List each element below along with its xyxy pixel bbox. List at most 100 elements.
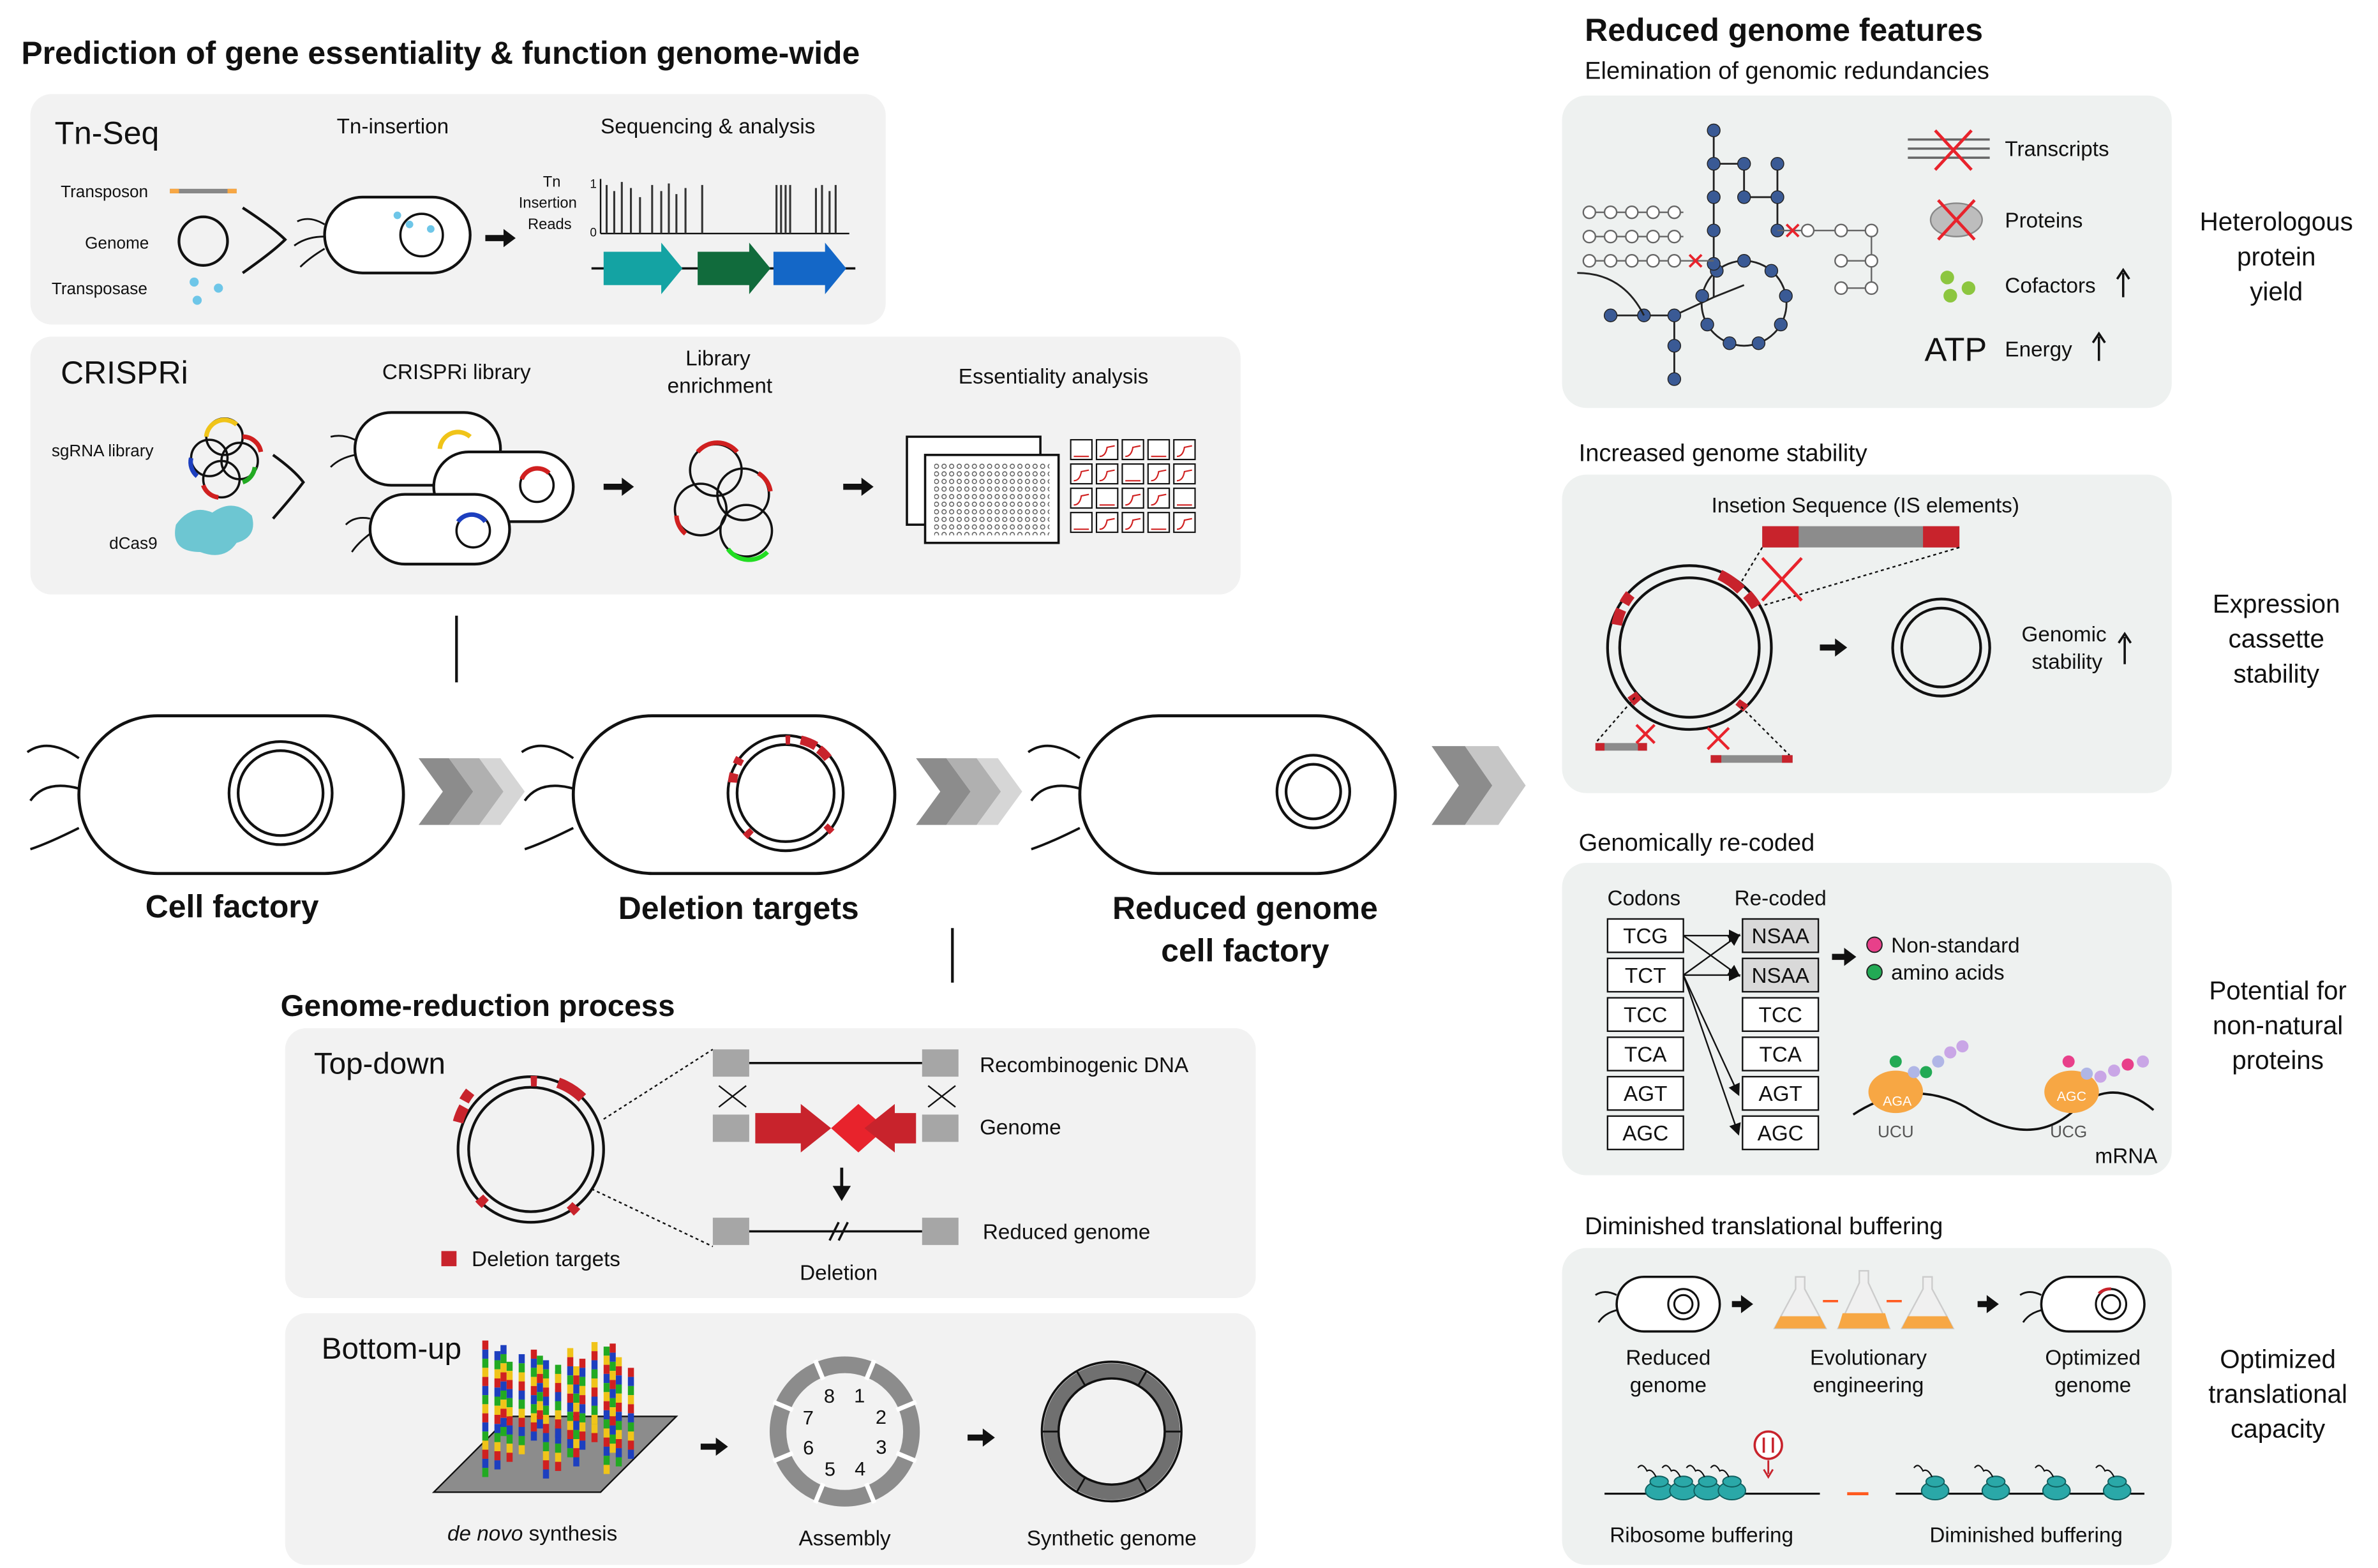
side-label-1a: Heterologous	[2200, 207, 2353, 236]
codons-header: Codons	[1608, 887, 1681, 911]
nonstandard-2: amino acids	[1891, 961, 2004, 985]
tnseq-panel: Tn-Seq Tn-insertion Sequencing & analysi…	[30, 94, 886, 325]
redundancy-panel: Transcripts Proteins Cofactors ATP Energ…	[1562, 95, 2172, 408]
recombinogenic-dna-label: Recombinogenic DNA	[980, 1054, 1189, 1077]
section-title-prediction: Prediction of gene essentiality & functi…	[21, 35, 860, 71]
reduced-genome-2: genome	[1630, 1373, 1707, 1397]
recoded-cell: TCC	[1759, 1004, 1802, 1027]
deletion-label: Deletion	[800, 1262, 878, 1285]
stability-panel: Insetion Sequence (IS elements) Genomic …	[1562, 474, 2172, 793]
tnseq-step-insertion: Tn-insertion	[337, 115, 449, 138]
genomic-stability-2: stability	[2031, 650, 2102, 674]
cell-row: Cell factory Deletion targets Reduced ge…	[26, 714, 1526, 969]
side-label-3c: proteins	[2232, 1045, 2324, 1075]
peptide-chain-2	[2062, 1055, 2150, 1083]
chevrons-2	[916, 758, 1022, 825]
tick-0: 0	[590, 227, 597, 240]
growth-curve-grid	[1070, 439, 1196, 534]
side-label-2b: cassette	[2229, 624, 2324, 653]
enrichment-label-2: enrichment	[668, 374, 772, 398]
recoded-cell: AGC	[1758, 1122, 1804, 1146]
sgrna-label: sgRNA library	[52, 441, 154, 460]
enriched-circles	[673, 440, 774, 562]
side-label-3b: non-natural	[2213, 1011, 2343, 1040]
ribosome-buffering-label: Ribosome buffering	[1610, 1524, 1793, 1548]
fragment-number: 5	[825, 1458, 835, 1480]
side-label-4c: capacity	[2231, 1414, 2326, 1444]
peptide-chain-1	[1889, 1040, 1969, 1079]
denovo-label: de novo synthesis	[447, 1522, 617, 1546]
recoded-cell: TCA	[1759, 1043, 1802, 1066]
p3-subtitle: Genomically re-coded	[1579, 830, 1815, 856]
deletion-marks	[728, 735, 835, 839]
label-cell-factory: Cell factory	[146, 889, 319, 925]
p2-subtitle: Increased genome stability	[1579, 440, 1867, 467]
assembly-label: Assembly	[799, 1527, 891, 1550]
crispri-panel: CRISPRi CRISPRi library Library enrichme…	[30, 336, 1241, 595]
topdown-title: Top-down	[314, 1047, 445, 1080]
label-reduced-genome-2: cell factory	[1161, 933, 1329, 969]
reads-ylabel-1: Tn	[543, 173, 561, 190]
dna-oligo-bars	[482, 1340, 634, 1479]
gene-arrow-teal	[603, 243, 683, 294]
transposon-label: Transposon	[61, 182, 148, 201]
cofactors-icon	[1940, 271, 1976, 303]
sgrna-circles	[188, 417, 264, 500]
crispri-library-label: CRISPRi library	[382, 361, 531, 384]
p4-subtitle: Diminished translational buffering	[1585, 1213, 1943, 1240]
ribosome-1	[1868, 1070, 1924, 1114]
merge-arrow	[242, 206, 287, 274]
tnseq-cell	[323, 195, 472, 274]
crispri-title: CRISPRi	[61, 355, 188, 391]
codon-cell: TCG	[1623, 925, 1668, 948]
chevrons-1	[418, 758, 525, 825]
codon-2: UCG	[2050, 1122, 2087, 1141]
codon-cell: AGC	[1622, 1122, 1668, 1146]
label-reduced-genome-1: Reduced genome	[1112, 890, 1378, 926]
cofactors-label: Cofactors	[2005, 274, 2095, 298]
genome-label: Genome	[85, 234, 149, 253]
optimized-genome-2: genome	[2054, 1373, 2131, 1397]
evolutionary-1: Evolutionary	[1810, 1347, 1927, 1370]
proteins-icon	[1929, 199, 1983, 241]
legend-deletion-targets: Deletion targets	[472, 1248, 620, 1271]
insertion-reads-bars	[605, 182, 837, 234]
bottomup-title: Bottom-up	[322, 1332, 461, 1366]
diminished-buffering-label: Diminished buffering	[1929, 1524, 2123, 1548]
side-label-4b: translational	[2208, 1379, 2347, 1408]
transposase-dots	[190, 277, 223, 305]
recode-arrows	[1682, 929, 1741, 1136]
dcas9-blob	[175, 505, 253, 555]
codon-cell: AGT	[1624, 1082, 1667, 1106]
flasks	[1773, 1270, 1955, 1329]
cross-icon	[1761, 556, 1803, 602]
codon-cell: TCT	[1625, 964, 1666, 988]
codon-cell: TCC	[1624, 1004, 1667, 1027]
side-label-1b: protein	[2237, 242, 2315, 271]
p1-subtitle: Elemination of genomic redundancies	[1585, 58, 1989, 85]
topdown-genome-label: Genome	[980, 1116, 1061, 1139]
synthetic-genome-label: Synthetic genome	[1027, 1527, 1197, 1550]
side-label-2c: stability	[2233, 659, 2319, 688]
evolutionary-2: engineering	[1813, 1373, 1924, 1397]
reduced-genome-1: Reduced	[1626, 1347, 1710, 1370]
dcas9-label: dCas9	[109, 534, 158, 553]
proteins-label: Proteins	[2005, 209, 2083, 232]
codon-1: UCU	[1878, 1122, 1914, 1141]
transcripts-icon	[1908, 129, 1990, 171]
increase-arrow-icon	[2091, 331, 2106, 361]
fragment-number: 8	[824, 1385, 835, 1407]
ribosome-queue	[1637, 1465, 1747, 1501]
genomic-stability-1: Genomic	[2022, 623, 2107, 646]
insertion-sequence-label: Insetion Sequence (IS elements)	[1712, 494, 2019, 518]
gene-arrow-green	[698, 243, 771, 294]
recoded-cell: NSAA	[1751, 925, 1809, 948]
fragment-number: 6	[803, 1437, 814, 1459]
pause-icon	[1753, 1430, 1783, 1460]
topdown-panel: Top-down Deletion targets Recombinogenic…	[285, 1028, 1256, 1299]
side-label-1c: yield	[2250, 276, 2303, 306]
